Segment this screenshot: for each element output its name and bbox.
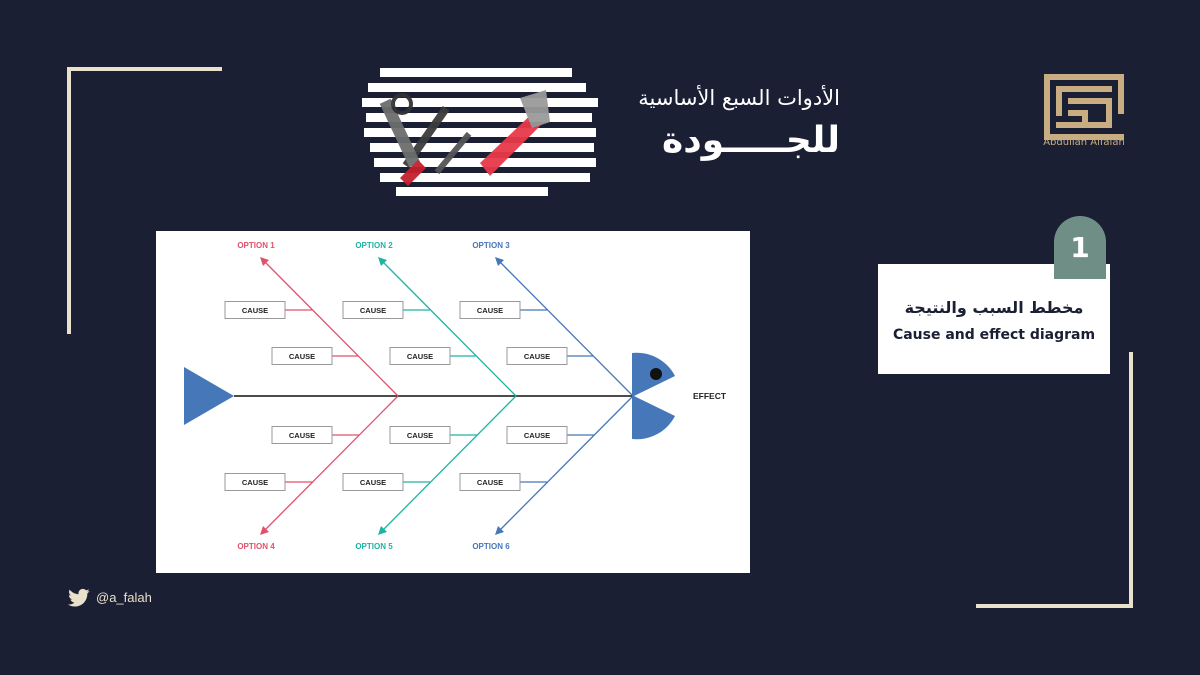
branch-line [264, 261, 398, 396]
frame-top-left-vertical [67, 67, 71, 334]
branch-line [264, 396, 398, 531]
fishbone-svg: EFFECT OPTION 1 OPTION 4 CAUSE CAUSE CAUSE CAU… [156, 231, 750, 573]
branch-label: OPTION 5 [355, 542, 393, 551]
cause-label: CAUSE [477, 306, 503, 315]
cause-label: CAUSE [289, 431, 315, 440]
step-number-badge: 1 [1054, 216, 1106, 279]
info-card: مخطط السبب والنتيجة Cause and effect dia… [878, 264, 1110, 374]
branch-line [382, 261, 516, 396]
twitter-handle[interactable]: @a_falah [96, 590, 152, 605]
cause-label: CAUSE [242, 306, 268, 315]
fishbone-diagram: EFFECT OPTION 1 OPTION 4 CAUSE CAUSE CAUSE CAU… [156, 231, 750, 573]
branch-label: OPTION 6 [472, 542, 510, 551]
frame-bottom-right-horizontal [976, 604, 1133, 608]
cause-label: CAUSE [289, 352, 315, 361]
branch-line [499, 396, 633, 531]
social-handle[interactable]: @a_falah [68, 588, 90, 608]
card-title-arabic: مخطط السبب والنتيجة [878, 298, 1110, 317]
branch-label: OPTION 3 [472, 241, 510, 250]
kufic-logo [1042, 72, 1126, 142]
cause-label: CAUSE [524, 431, 550, 440]
fish-head [632, 353, 675, 440]
cause-label: CAUSE [524, 352, 550, 361]
frame-bottom-right-vertical [1129, 352, 1133, 608]
frame-top-left-horizontal [67, 67, 222, 71]
branch-label: OPTION 1 [237, 241, 275, 250]
logo-caption: Abdullah Alfalah [1030, 137, 1138, 148]
twitter-icon [68, 588, 90, 608]
fish-eye [650, 368, 662, 380]
cause-label: CAUSE [477, 478, 503, 487]
cause-label: CAUSE [242, 478, 268, 487]
branch-label: OPTION 4 [237, 542, 275, 551]
branch-line [382, 396, 516, 531]
fish-tail [184, 367, 234, 425]
branch-label: OPTION 2 [355, 241, 393, 250]
cause-label: CAUSE [407, 431, 433, 440]
title-line-1: الأدوات السبع الأساسية [560, 86, 840, 110]
cause-label: CAUSE [360, 478, 386, 487]
cause-label: CAUSE [360, 306, 386, 315]
branch-line [499, 261, 633, 396]
card-title-english: Cause and effect diagram [878, 327, 1110, 343]
effect-label: EFFECT [693, 391, 727, 401]
cause-label: CAUSE [407, 352, 433, 361]
title-line-2: للجـــــودة [560, 120, 840, 161]
